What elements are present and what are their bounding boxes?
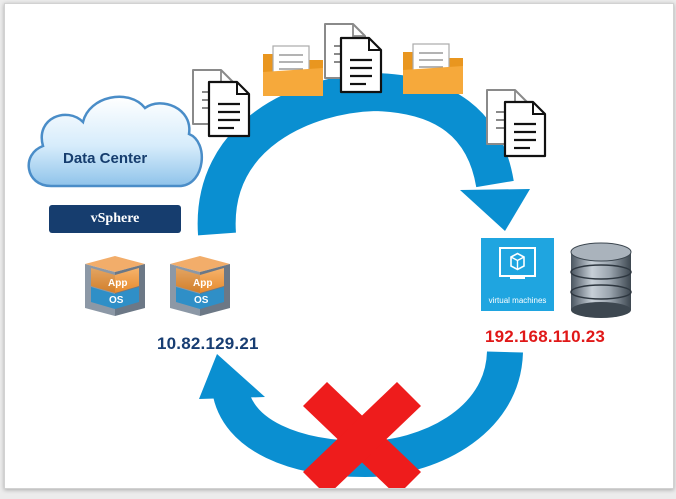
vm-box-os-label: OS xyxy=(194,295,209,306)
bottom-arrow-head xyxy=(199,354,265,399)
document-icon xyxy=(207,80,251,138)
cube-icon xyxy=(499,247,536,279)
source-ip-label: 10.82.129.21 xyxy=(157,334,259,353)
destination-ip-label: 192.168.110.23 xyxy=(485,327,606,346)
folder-icon xyxy=(262,45,324,97)
vm-box-app-label: App xyxy=(193,278,212,289)
vm-box-icon: App OS xyxy=(170,256,230,316)
vsphere-bar: vSphere xyxy=(49,205,181,233)
diagram-svg: App OS App OS xyxy=(27,23,632,488)
folder-icon xyxy=(402,43,464,95)
top-arrow-head xyxy=(460,189,530,231)
document-icon xyxy=(339,36,383,94)
vm-box-os-label: OS xyxy=(109,295,124,306)
top-flow-arrow xyxy=(197,72,514,236)
diagram-canvas: App OS App OS Data Center vSphere xyxy=(4,3,674,489)
virtual-machines-tile: virtual machines xyxy=(481,238,554,311)
vsphere-label: vSphere xyxy=(90,211,140,226)
cross-icon xyxy=(303,382,421,488)
document-icon xyxy=(503,100,547,158)
cloud-icon xyxy=(27,95,203,188)
cloud-label: Data Center xyxy=(63,150,148,167)
vm-box-icon: App OS xyxy=(85,256,145,316)
database-icon xyxy=(570,242,632,318)
virtual-machines-label: virtual machines xyxy=(488,296,547,305)
vm-box-app-label: App xyxy=(108,278,127,289)
